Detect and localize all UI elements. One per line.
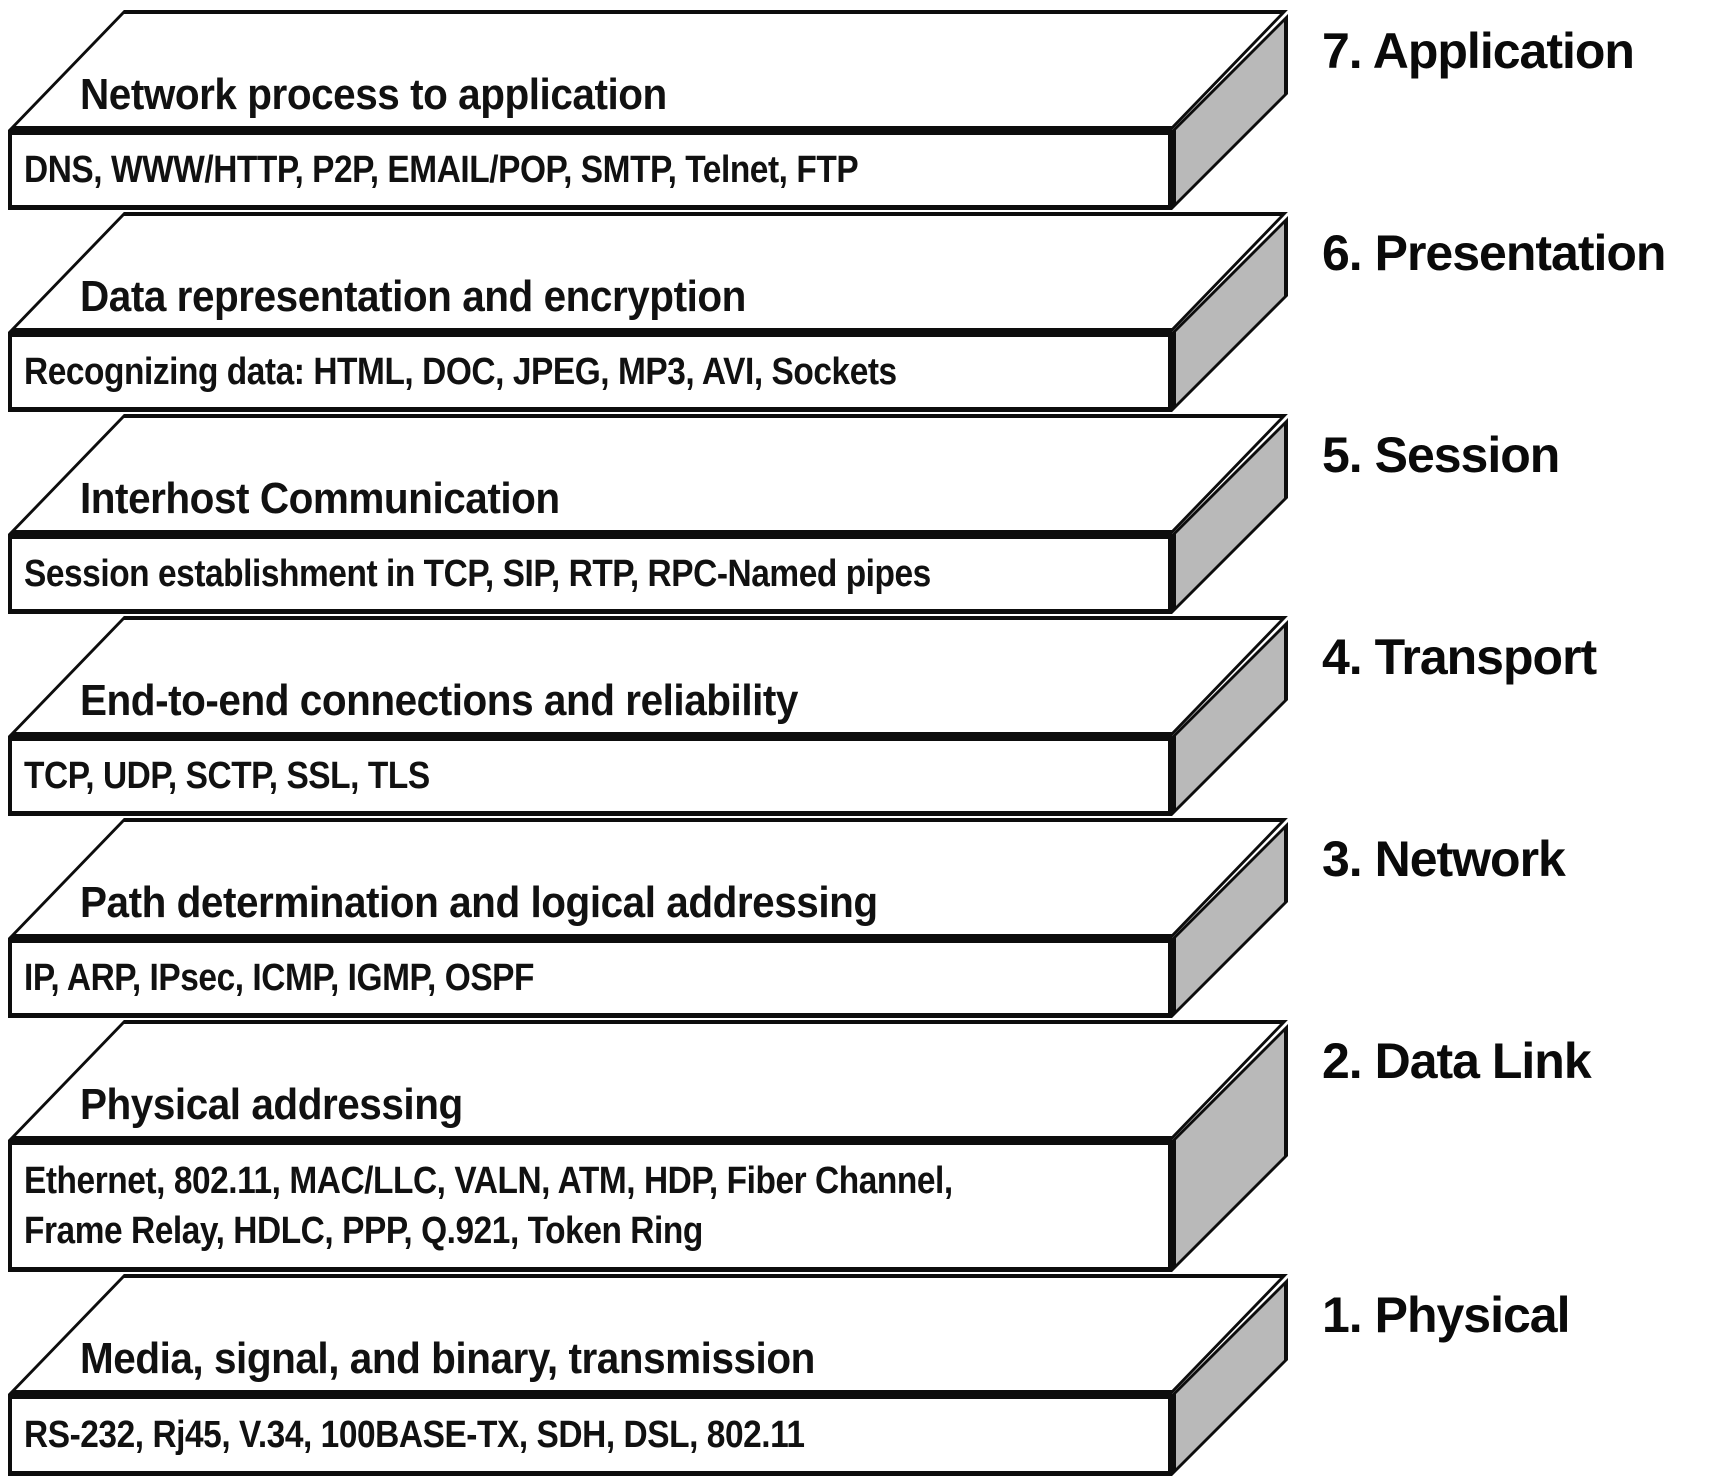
layer-protocols-text: RS-232, Rj45, V.34, 100BASE-TX, SDH, DSL… [24,1413,805,1456]
layer-name-label: 2. Data Link [1322,1033,1592,1089]
layer-protocols-text: DNS, WWW/HTTP, P2P, EMAIL/POP, SMTP, Tel… [24,148,859,191]
slab-front-face [8,332,1172,412]
layer-6-slab: Data representation and encryption Recog… [0,212,1725,412]
layer-name-label: 4. Transport [1322,629,1597,685]
layer-name-label: 1. Physical [1322,1287,1570,1343]
layer-protocols-text: Session establishment in TCP, SIP, RTP, … [24,552,931,595]
layer-function-title: Interhost Communication [80,474,560,523]
layer-protocols-text: TCP, UDP, SCTP, SSL, TLS [24,754,430,797]
layer-protocols-text: Ethernet, 802.11, MAC/LLC, VALN, ATM, HD… [24,1159,953,1252]
layer-function-title: Network process to application [80,70,667,119]
layer-name-label: 3. Network [1322,831,1566,887]
layer-name-label: 6. Presentation [1322,225,1666,281]
layer-function-title: Physical addressing [80,1080,463,1129]
layer-2-slab: Physical addressing Ethernet, 802.11, MA… [0,1020,1725,1272]
slab-front-face [8,534,1172,614]
layer-function-title: Media, signal, and binary, transmission [80,1334,815,1383]
layer-function-title: Path determination and logical addressin… [80,878,878,927]
layer-protocols-text: Recognizing data: HTML, DOC, JPEG, MP3, … [24,350,897,393]
layer-name-label: 5. Session [1322,427,1560,483]
layer-5-slab: Interhost Communication Session establis… [0,414,1725,614]
layer-1-slab: Media, signal, and binary, transmission … [0,1274,1725,1476]
slab-front-face [8,1140,1172,1272]
layer-3-slab: Path determination and logical addressin… [0,818,1725,1018]
slab-front-face [8,736,1172,816]
layer-function-title: Data representation and encryption [80,272,746,321]
layer-protocols-text: IP, ARP, IPsec, ICMP, IGMP, OSPF [24,956,535,999]
layer-4-slab: End-to-end connections and reliability T… [0,616,1725,816]
slab-front-face [8,130,1172,210]
layer-function-title: End-to-end connections and reliability [80,676,798,725]
slab-front-face [8,1394,1172,1476]
slab-front-face [8,938,1172,1018]
layer-name-label: 7. Application [1322,23,1635,79]
layer-7-slab: Network process to application DNS, WWW/… [0,10,1725,210]
